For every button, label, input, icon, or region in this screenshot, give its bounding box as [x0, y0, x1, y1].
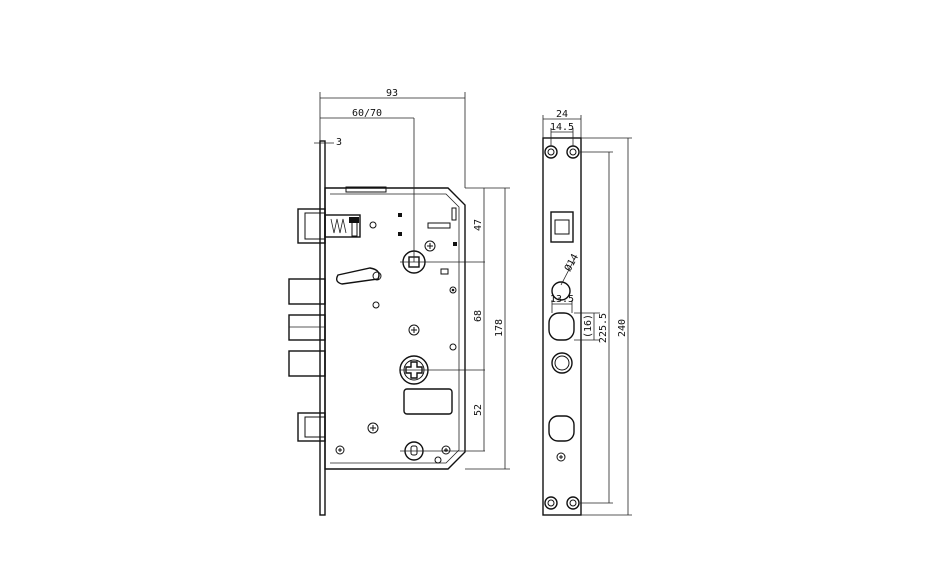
round-hole — [551, 281, 571, 301]
ring-hole — [551, 352, 573, 374]
slot-bar — [427, 222, 451, 229]
dim-178: 178 — [494, 319, 505, 337]
screw — [424, 240, 436, 252]
side-dim-14-5: 14.5 — [550, 122, 574, 133]
front-view — [288, 118, 485, 516]
dim-68: 68 — [473, 310, 484, 322]
top-notch — [345, 186, 387, 193]
side-dimensions: 24 14.5 Ø14 13.5 (16) 225.5 240 — [542, 109, 632, 516]
faceplate — [319, 140, 326, 516]
front-dimensions: 93 60/70 3 47 68 52 178 — [314, 88, 510, 470]
latch-spring — [330, 218, 347, 234]
screw — [408, 324, 420, 336]
screw — [441, 445, 451, 455]
latch-face — [550, 211, 574, 243]
deadbolt-lower — [288, 350, 326, 377]
dim-60-70: 60/70 — [352, 108, 382, 119]
lower-window — [403, 388, 453, 415]
screw-hole — [544, 496, 558, 510]
bolt-face — [548, 312, 575, 341]
deadbolt-middle — [288, 314, 326, 341]
side-dim-225-5: 225.5 — [598, 313, 609, 343]
lever-slot — [335, 267, 380, 285]
deadbolt-upper — [288, 278, 326, 305]
faceplate-front — [542, 137, 582, 516]
lock-body — [324, 187, 466, 470]
screw-hole — [566, 496, 580, 510]
side-view — [542, 137, 582, 516]
dim-3: 3 — [336, 137, 342, 148]
screw — [367, 422, 379, 434]
side-dim-24: 24 — [556, 109, 568, 120]
screw — [335, 445, 345, 455]
screw-hole — [566, 145, 580, 159]
lower-slot — [548, 415, 575, 442]
side-dim-dia14: Ø14 — [562, 252, 581, 274]
screw — [369, 221, 377, 229]
screw-hole — [544, 145, 558, 159]
dim-47: 47 — [473, 219, 484, 231]
screw — [556, 452, 566, 462]
inner-outline — [330, 193, 460, 464]
latch-block — [297, 208, 326, 244]
dim-52: 52 — [473, 404, 484, 416]
latch-spring-housing — [324, 214, 361, 238]
latch-assembly — [297, 208, 361, 244]
dim-93: 93 — [386, 88, 398, 99]
side-dim-16: (16) — [583, 314, 594, 338]
cylinder-cross — [405, 361, 423, 379]
side-dim-240: 240 — [617, 319, 628, 337]
side-dim-13-5: 13.5 — [550, 294, 574, 305]
